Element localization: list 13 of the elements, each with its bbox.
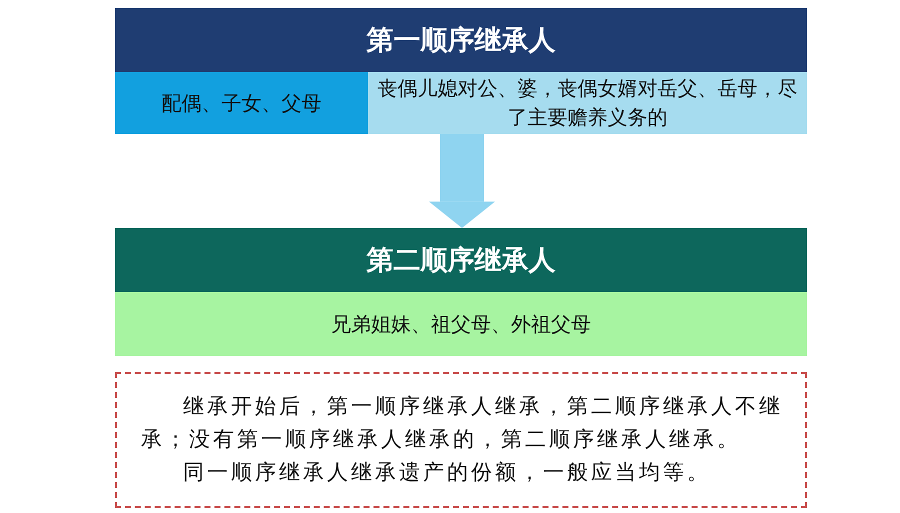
note-box — [115, 372, 807, 508]
cell-text: 配偶、子女、父母 — [162, 90, 322, 116]
category-cell — [115, 72, 368, 134]
panel-title: 第一顺序继承人 — [366, 24, 556, 58]
panel-title: 第二顺序继承人 — [366, 244, 556, 278]
note-paragraph: 继承开始后，第一顺序继承人继承，第二顺序继承人不继承；没有第一顺序继承人继承的，第二顺序继承人继承。 — [141, 393, 784, 453]
cell-text: 兄弟姐妹、祖父母、外祖父母 — [331, 310, 591, 338]
cell-text: 丧偶儿媳对公、婆，丧偶女婿对岳父、岳母，尽了主要赡养义务的 — [376, 75, 798, 131]
arrow — [429, 134, 495, 228]
category-panel — [115, 8, 807, 134]
note-paragraph: 同一顺序继承人继承遗产的份额，一般应当均等。 — [182, 459, 712, 486]
category-cell — [115, 292, 807, 356]
category-panel — [115, 228, 807, 356]
